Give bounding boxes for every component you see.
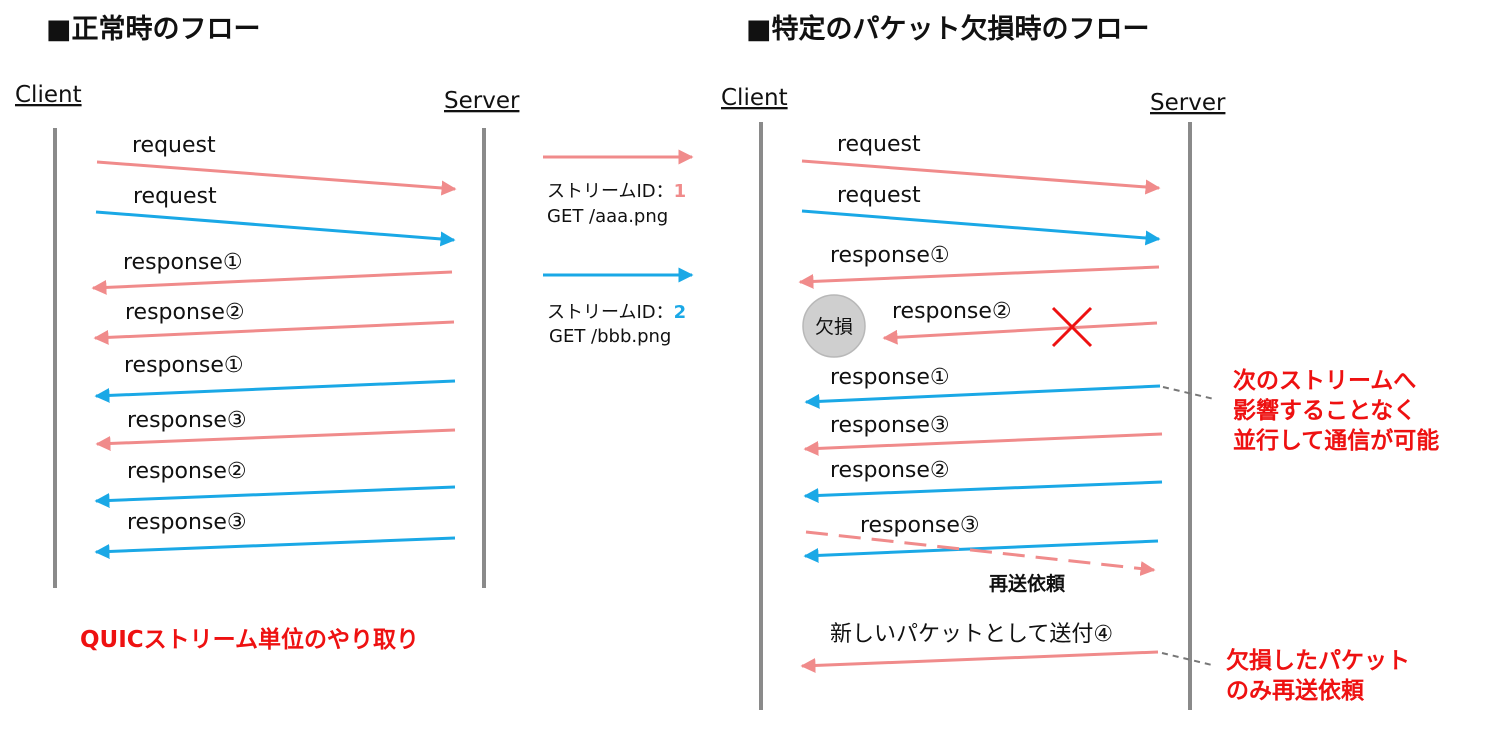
right-message-label: response①	[830, 365, 950, 390]
left-caption: QUICストリーム単位のやり取り	[80, 626, 419, 653]
left-server-label: Server	[444, 88, 520, 114]
left-message-label: request	[132, 133, 216, 158]
left-message-arrow	[95, 210, 456, 247]
right-message-label: response③	[830, 413, 950, 438]
legend-stream2-id: ストリームID：2	[547, 302, 686, 323]
left-message-label: response③	[127, 408, 247, 433]
left-message-label: response③	[127, 510, 247, 535]
lost-packet-x-icon	[1051, 306, 1093, 348]
right-message-arrow	[803, 539, 1159, 563]
right-message-arrow	[804, 384, 1161, 409]
parallel-note-line: 次のストリームへ	[1233, 367, 1416, 394]
left-message-arrow	[94, 536, 456, 559]
left-message-arrow	[95, 428, 456, 451]
retransmit-note-line: 欠損したパケット	[1226, 647, 1410, 674]
legend-stream2-prefix: ストリームID：	[547, 302, 674, 323]
right-message-arrow	[801, 159, 1161, 195]
left-message-label: response①	[124, 353, 244, 378]
right-message-arrow	[801, 209, 1161, 246]
right-server-label: Server	[1150, 90, 1226, 116]
left-message-arrow	[96, 160, 457, 196]
stream-legend: ストリームID：1 GET /aaa.png ストリームID：2 GET /bb…	[543, 149, 694, 347]
right-lost-message-arrow	[882, 321, 1158, 345]
right-retransmit-request-arrow	[805, 530, 1156, 576]
parallel-note-line: 影響することなく	[1233, 397, 1416, 424]
parallel-note-line: 並行して通信が可能	[1233, 427, 1439, 454]
right-message-label: request	[837, 183, 921, 208]
right-retransmit-label: 再送依頼	[989, 572, 1066, 595]
left-message-arrow	[94, 485, 456, 508]
legend-stream2-request: GET /bbb.png	[549, 326, 671, 347]
right-message-label: response①	[830, 243, 950, 268]
legend-stream1-request: GET /aaa.png	[547, 206, 668, 227]
right-message-arrow	[803, 432, 1163, 456]
left-client-label: Client	[15, 82, 82, 108]
right-client-label: Client	[721, 85, 788, 111]
retransmit-note-leader	[1161, 652, 1213, 666]
right-panel-title: ■特定のパケット欠損時のフロー	[746, 13, 1150, 45]
loss-badge: 欠損	[802, 294, 866, 358]
left-panel-title: ■正常時のフロー	[46, 14, 261, 45]
right-message-label: response②	[830, 458, 950, 483]
loss-badge-label: 欠損	[815, 316, 853, 338]
left-message-label: response②	[125, 300, 245, 325]
right-message-label: 新しいパケットとして送付④	[830, 622, 1113, 647]
left-message-label: response②	[127, 459, 247, 484]
left-panel: ■正常時のフロー Client Server request request r…	[15, 14, 520, 653]
left-message-arrow	[93, 320, 455, 345]
left-message-label: response①	[123, 250, 243, 275]
right-panel: ■特定のパケット欠損時のフロー Client Server request re…	[721, 13, 1439, 710]
legend-stream2-number: 2	[674, 302, 687, 323]
right-message-label: request	[837, 132, 921, 157]
left-message-arrow	[91, 270, 453, 295]
retransmit-note-line: のみ再送依頼	[1226, 677, 1365, 704]
parallel-note-leader	[1162, 386, 1215, 400]
legend-stream1-number: 1	[674, 181, 687, 202]
right-message-arrow	[803, 480, 1163, 503]
legend-stream1-prefix: ストリームID：	[547, 181, 674, 202]
right-message-arrow	[800, 650, 1159, 673]
left-message-label: request	[133, 184, 217, 209]
right-message-label: response②	[892, 299, 1012, 324]
right-message-label: response③	[860, 513, 980, 538]
left-message-arrow	[94, 379, 456, 403]
right-message-arrow	[798, 265, 1160, 289]
legend-stream1-id: ストリームID：1	[547, 181, 686, 202]
